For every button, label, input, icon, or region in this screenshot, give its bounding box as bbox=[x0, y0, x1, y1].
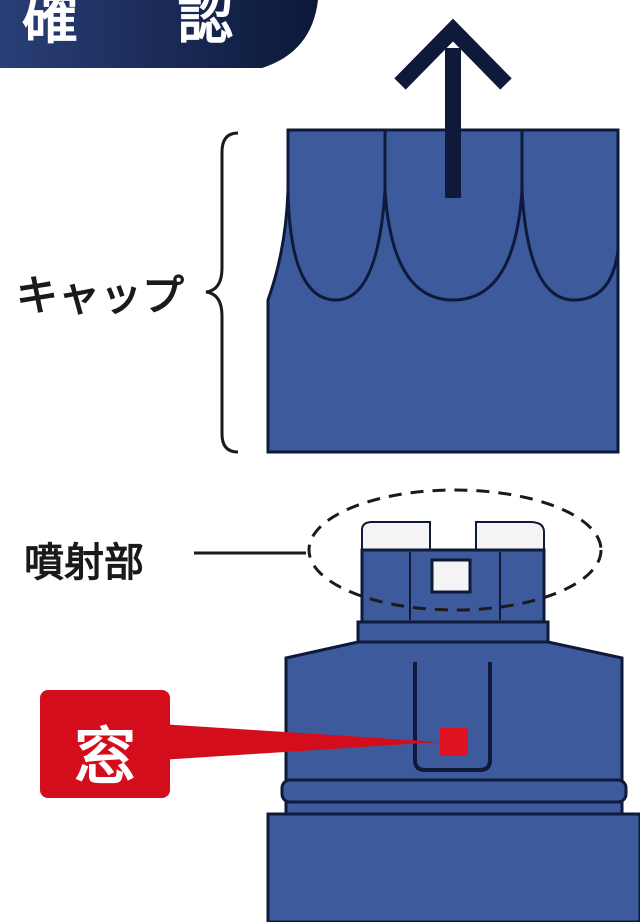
arrow-up-icon bbox=[394, 18, 512, 198]
heading-tab: 確 認 bbox=[0, 0, 318, 68]
nozzle-highlight-ellipse bbox=[307, 488, 603, 612]
nozzle bbox=[356, 521, 550, 644]
window-slot bbox=[413, 662, 492, 772]
can-body bbox=[266, 640, 640, 922]
heading-title: 確 認 bbox=[22, 0, 274, 52]
window-pointer bbox=[160, 724, 440, 760]
cap-scallop-lines bbox=[286, 130, 620, 302]
label-nozzle: 噴射部 bbox=[24, 540, 144, 586]
heading-tab-shape bbox=[0, 0, 318, 68]
inspection-window bbox=[440, 728, 468, 756]
window-badge: 窓 bbox=[40, 690, 170, 798]
label-cap: キャップ bbox=[16, 271, 185, 320]
curly-brace-icon bbox=[205, 131, 239, 454]
label-window: 窓 bbox=[73, 720, 136, 793]
cap bbox=[266, 128, 620, 454]
